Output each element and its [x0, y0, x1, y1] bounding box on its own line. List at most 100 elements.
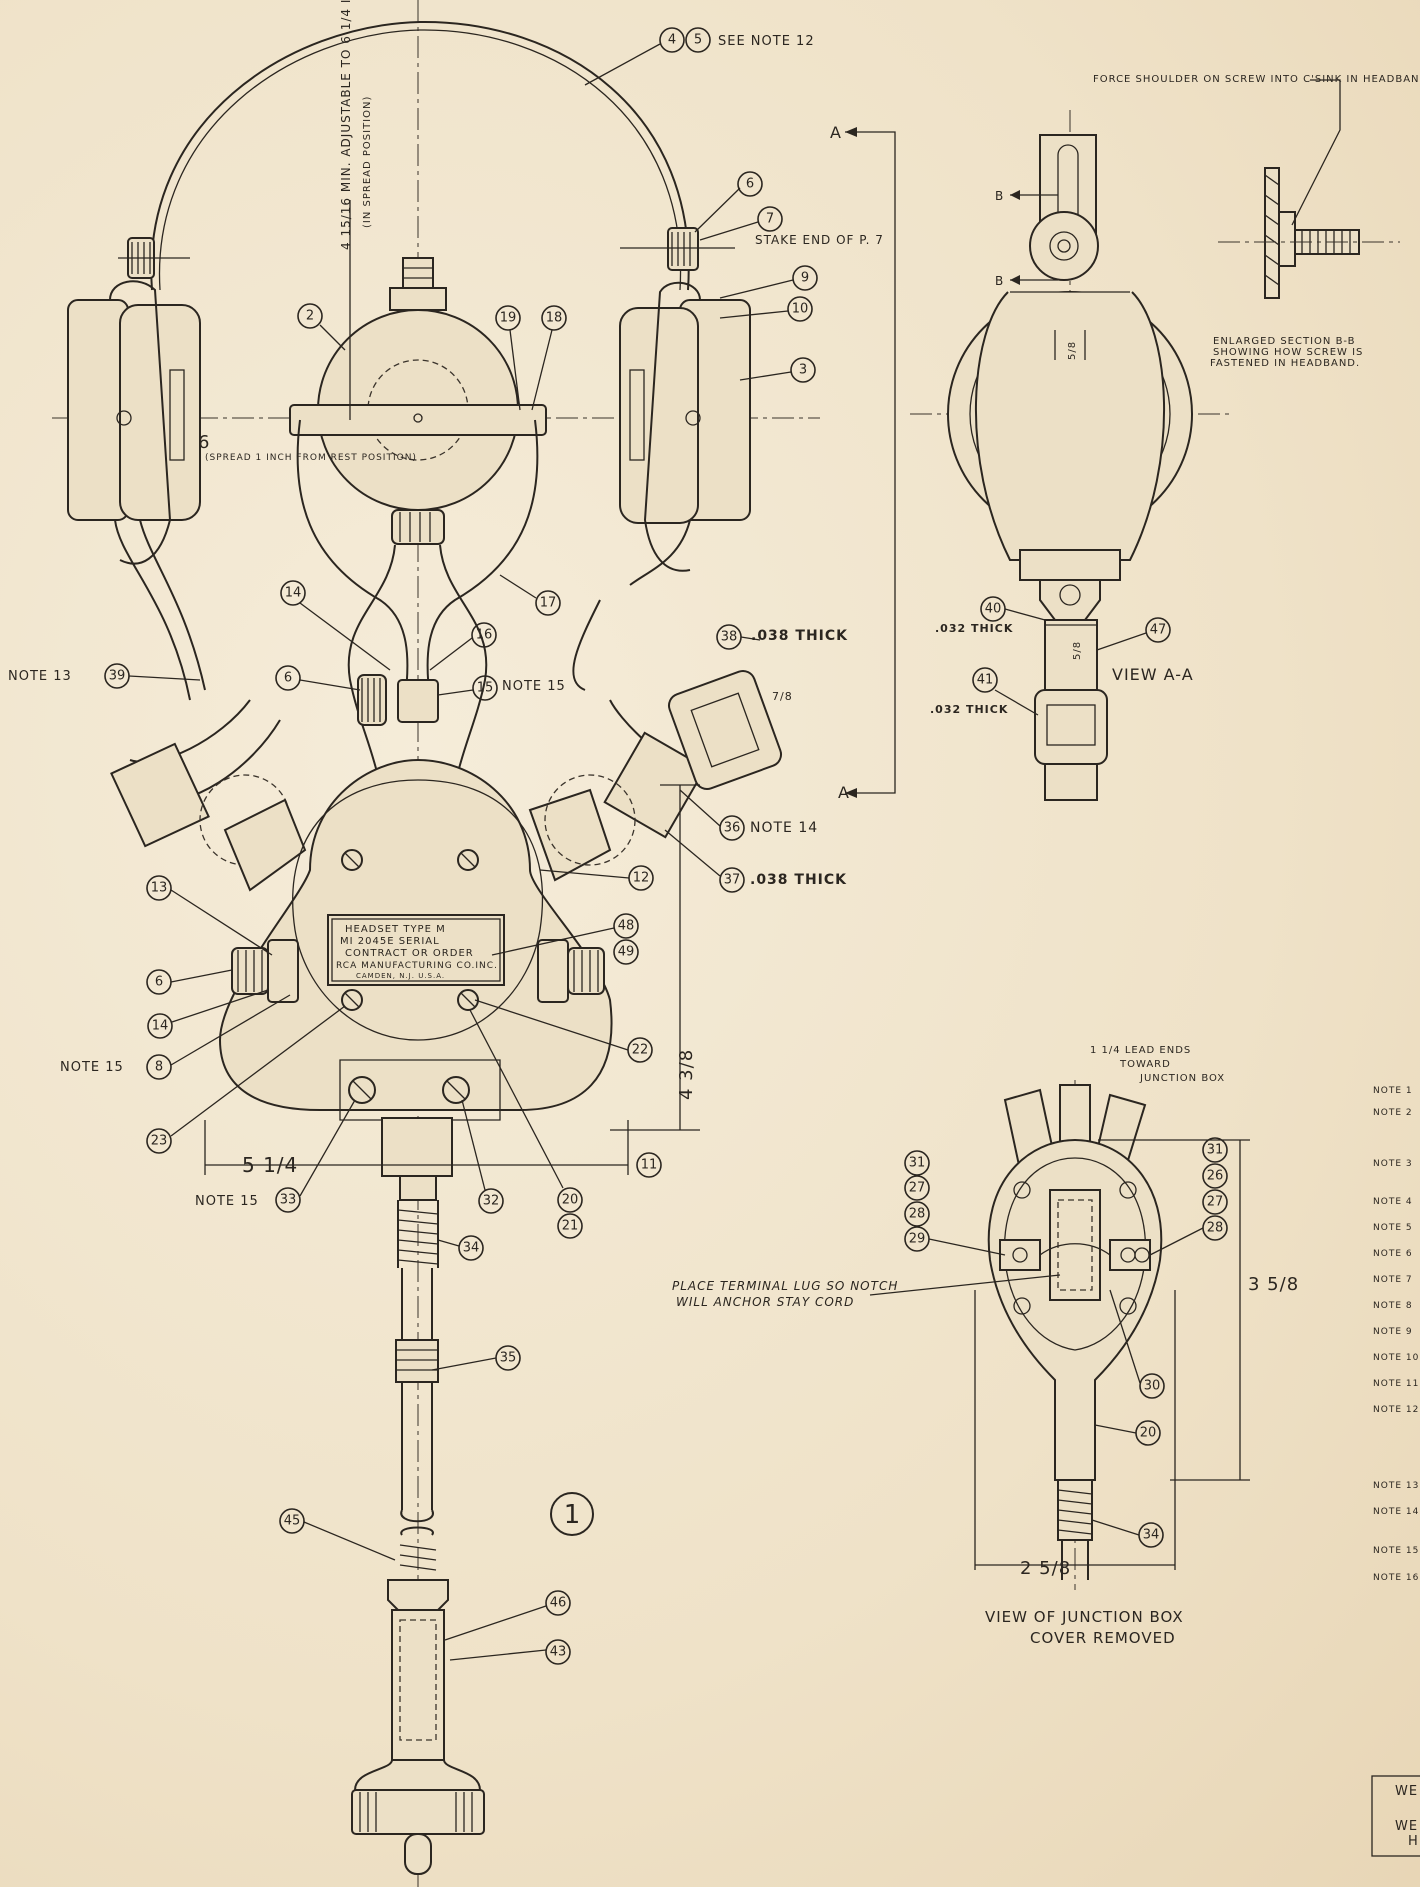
svg-text:22: 22 — [632, 1043, 649, 1058]
stake-note: STAKE END OF P. 7 — [755, 233, 884, 247]
headband-inner — [158, 29, 682, 291]
svg-text:7: 7 — [766, 212, 774, 227]
margin-note-1: NOTE 1 — [1373, 1086, 1413, 1096]
section-a-bottom: A — [838, 783, 850, 802]
view-aa-section-b-arrows — [1010, 190, 1058, 285]
lead-ends-line3: JUNCTION BOX — [1139, 1073, 1225, 1084]
svg-text:18: 18 — [546, 311, 563, 326]
yoke-left — [296, 419, 409, 701]
leader-lines-main — [128, 43, 794, 1661]
spread-position-note: (IN SPREAD POSITION) — [362, 96, 373, 228]
view-1-label: 1 — [564, 1500, 581, 1530]
svg-text:45: 45 — [284, 1514, 301, 1529]
dimension-lines-main — [199, 127, 896, 1175]
svg-text:3: 3 — [799, 363, 807, 378]
weight-box-text3: H — [1408, 1834, 1419, 1849]
svg-text:35: 35 — [500, 1351, 517, 1366]
height-dimension: 4 3/8 — [676, 1049, 697, 1100]
svg-text:26: 26 — [1207, 1169, 1224, 1184]
svg-text:6: 6 — [284, 671, 292, 686]
svg-text:14: 14 — [285, 586, 302, 601]
margin-note-10: NOTE 10 — [1373, 1353, 1419, 1363]
margin-note-4: NOTE 4 — [1373, 1197, 1413, 1207]
weight-box-text1: WE — [1395, 1784, 1418, 1799]
nameplate-line2: MI 2045E SERIAL — [340, 936, 440, 947]
svg-text:23: 23 — [151, 1134, 168, 1149]
svg-text:19: 19 — [500, 311, 517, 326]
svg-text:33: 33 — [280, 1193, 297, 1208]
junction-box-title-line1: VIEW OF JUNCTION BOX — [985, 1608, 1184, 1626]
thickness-032-upper: .032 THICK — [935, 622, 1013, 635]
svg-text:6: 6 — [746, 177, 754, 192]
strap-width-fraction: 7/8 — [772, 690, 793, 703]
junction-box-height-dim: 3 5/8 — [1248, 1274, 1299, 1295]
svg-text:49: 49 — [618, 945, 635, 960]
enlarged-note-line2: SHOWING HOW SCREW IS — [1213, 347, 1363, 358]
yoke-right — [426, 419, 539, 701]
spread-dimension: 6 — [198, 432, 210, 453]
svg-text:10: 10 — [792, 302, 809, 317]
svg-text:20: 20 — [1140, 1426, 1157, 1441]
svg-text:6: 6 — [155, 975, 163, 990]
margin-note-12: NOTE 12 — [1373, 1405, 1419, 1415]
left-earphone — [67, 280, 206, 701]
note-15-label-bottom: NOTE 15 — [195, 1194, 259, 1209]
svg-text:46: 46 — [550, 1596, 567, 1611]
svg-text:31: 31 — [909, 1156, 926, 1171]
svg-text:48: 48 — [618, 919, 635, 934]
note-15-label-upper: NOTE 15 — [502, 679, 566, 694]
svg-text:31: 31 — [1207, 1143, 1224, 1158]
lead-ends-line2: TOWARD — [1119, 1059, 1171, 1070]
headband — [150, 20, 690, 291]
nameplate-line5: CAMDEN, N.J. U.S.A. — [356, 972, 445, 980]
headband-note: SEE NOTE 12 — [718, 34, 815, 49]
svg-text:9: 9 — [801, 271, 809, 286]
note-13-label: NOTE 13 — [8, 669, 72, 684]
enlarged-note-line1: ENLARGED SECTION B-B — [1213, 336, 1356, 347]
svg-text:41: 41 — [977, 673, 994, 688]
thickness-038-upper: .038 THICK — [751, 628, 848, 644]
margin-note-11: NOTE 11 — [1373, 1379, 1419, 1389]
svg-text:12: 12 — [633, 871, 650, 886]
microphone-unit — [289, 257, 547, 545]
svg-text:13: 13 — [151, 881, 168, 896]
svg-text:37: 37 — [724, 873, 741, 888]
nameplate-line3: CONTRACT OR ORDER — [345, 948, 474, 959]
section-a-top: A — [830, 123, 842, 142]
terminal-lug-note-line1: PLACE TERMINAL LUG SO NOTCH — [672, 1279, 898, 1293]
svg-text:28: 28 — [1207, 1221, 1224, 1236]
cable-assembly — [351, 1117, 485, 1875]
margin-note-8: NOTE 8 — [1373, 1301, 1413, 1311]
enlarged-section-bb — [1218, 79, 1400, 299]
view-aa-dim-58-lower: 5/8 — [1072, 641, 1083, 660]
nameplate: HEADSET TYPE M MI 2045E SERIAL CONTRACT … — [327, 914, 505, 986]
right-pivot-knob — [620, 227, 735, 271]
svg-text:5: 5 — [694, 33, 702, 48]
weight-box-text2: WE — [1395, 1819, 1418, 1834]
part-balloons-view-aa: 40 47 41 — [972, 596, 1171, 693]
margin-note-7: NOTE 7 — [1373, 1275, 1413, 1285]
spread-note: (SPREAD 1 INCH FROM REST POSITION) — [205, 453, 417, 463]
svg-text:27: 27 — [1207, 1195, 1224, 1210]
svg-text:2: 2 — [306, 309, 314, 324]
svg-text:36: 36 — [724, 821, 741, 836]
thickness-038-lower: .038 THICK — [750, 872, 847, 888]
margin-note-13: NOTE 13 — [1373, 1481, 1419, 1491]
section-b-bottom: B — [995, 274, 1004, 288]
junction-box-width-dim: 2 5/8 — [1020, 1558, 1071, 1579]
svg-text:34: 34 — [1143, 1528, 1160, 1543]
section-b-top: B — [995, 189, 1004, 203]
junction-box-dimensions — [869, 1139, 1250, 1570]
right-earphone — [619, 281, 751, 586]
force-shoulder-note: FORCE SHOULDER ON SCREW INTO C'SINK IN H… — [1093, 74, 1420, 85]
svg-text:11: 11 — [641, 1158, 658, 1173]
margin-note-6: NOTE 6 — [1373, 1249, 1413, 1259]
yoke-clip-knob — [357, 674, 439, 726]
svg-text:43: 43 — [550, 1645, 567, 1660]
svg-text:14: 14 — [152, 1019, 169, 1034]
svg-text:40: 40 — [985, 602, 1002, 617]
margin-note-2: NOTE 2 — [1373, 1108, 1413, 1118]
margin-note-5: NOTE 5 — [1373, 1223, 1413, 1233]
